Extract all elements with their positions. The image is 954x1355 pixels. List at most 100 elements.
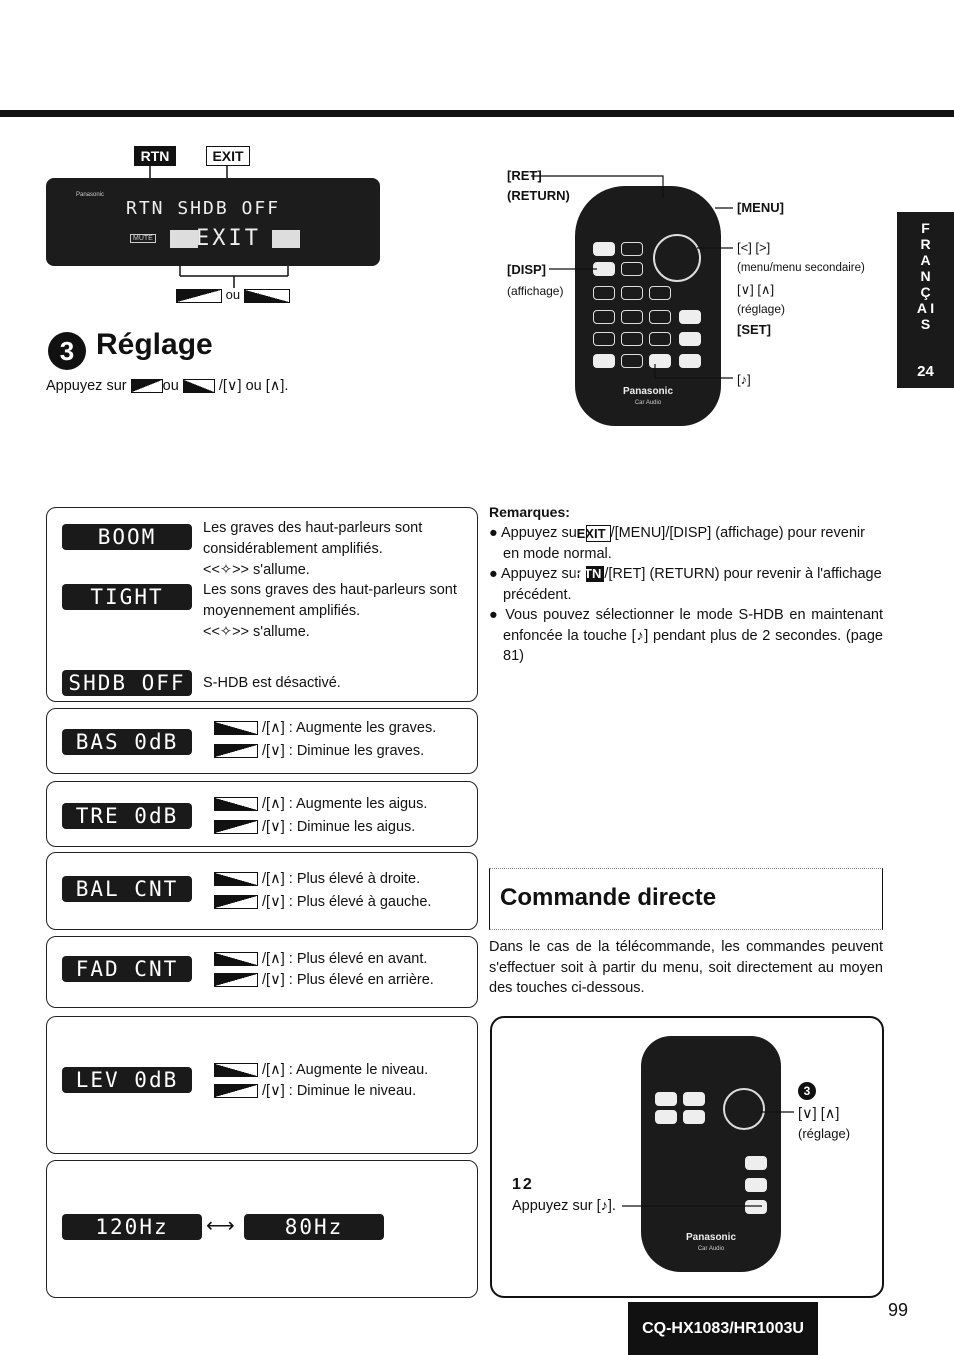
section-number: 24: [917, 363, 934, 380]
down-key-icon: [214, 895, 258, 910]
mode-box: [46, 507, 478, 702]
bas-down: /[∨] : Diminue les graves.: [214, 741, 424, 762]
remote-dial: [653, 234, 701, 282]
direct-reglage-label: (réglage): [798, 1126, 851, 1141]
up-key-icon: [243, 288, 290, 303]
bas-up: /[∧] : Augmente les graves.: [214, 718, 436, 739]
fad-up: /[∧] : Plus élevé en avant.: [214, 949, 427, 970]
desc-shdb-off: S-HDB est désactivé.: [203, 675, 341, 691]
remote-button: [621, 242, 643, 256]
remote-sub: Car Audio: [697, 1246, 725, 1252]
lcd-fad: FAD CNT: [62, 956, 192, 982]
tre-down: /[∨] : Diminue les aigus.: [214, 817, 415, 838]
fad-up-text: /[∧] : Plus élevé en avant.: [262, 951, 428, 967]
lcd-freq-80: 80Hz: [244, 1214, 384, 1240]
up-key-icon: [214, 872, 258, 887]
label-return: (RETURN): [507, 188, 570, 203]
remote-button: [649, 286, 671, 300]
up-button: [272, 230, 300, 248]
head-unit-figure: RTN EXIT Panasonic RTN SHDB OFF MUTE EXI…: [46, 146, 382, 306]
lev-down-text: /[∨] : Diminue le niveau.: [262, 1083, 417, 1099]
up-key-icon: [214, 721, 258, 736]
down-key-icon: [214, 1084, 258, 1099]
language-letters: F R A N Ç A I S: [916, 220, 935, 332]
down-button: [170, 230, 198, 248]
exit-key: EXIT: [206, 146, 250, 166]
remote-button: [593, 286, 615, 300]
remark-2-post: /[RET] (RETURN) pour revenir à l'afficha…: [503, 566, 882, 603]
remote-button: [655, 1092, 677, 1106]
setting-box-bal: [46, 852, 478, 930]
label-note: [♪]: [737, 372, 751, 387]
direct-remote-body: Panasonic Car Audio: [641, 1036, 781, 1272]
remark-1-post: /[MENU]/[DISP] (affichage) pour revenir …: [503, 525, 865, 562]
remote-button: [621, 262, 643, 276]
bal-down-text: /[∨] : Plus élevé à gauche.: [262, 894, 432, 910]
tre-up-text: /[∧] : Augmente les aigus.: [262, 796, 428, 812]
down-key-icon: [214, 744, 258, 759]
head-unit-body: Panasonic RTN SHDB OFF MUTE EXIT: [46, 178, 380, 266]
setting-box-lev: [46, 1016, 478, 1154]
mute-button: MUTE: [130, 234, 156, 243]
lcd-boom: BOOM: [62, 524, 192, 550]
up-key-icon: [182, 379, 215, 394]
lcd-tre: TRE 0dB: [62, 803, 192, 829]
direct-appuyez: Appuyez sur [♪].: [512, 1198, 616, 1214]
fad-down-text: /[∨] : Plus élevé en arrière.: [262, 972, 434, 988]
remark-1-pre: Appuyez sur: [501, 525, 582, 541]
bal-up-text: /[∧] : Plus élevé à droite.: [262, 871, 421, 887]
lev-up: /[∧] : Augmente le niveau.: [214, 1060, 428, 1081]
desc-boom: Les graves des haut-parleurs sont consid…: [203, 520, 423, 557]
remote-button: [593, 242, 615, 256]
rtn-key: RTN: [134, 146, 176, 166]
instr-prefix: Appuyez sur: [46, 378, 127, 394]
fad-down: /[∨] : Plus élevé en arrière.: [214, 970, 434, 991]
lev-down: /[∨] : Diminue le niveau.: [214, 1081, 416, 1102]
direct-ud-label: [∨] [∧]: [798, 1106, 840, 1122]
bas-up-text: /[∧] : Augmente les graves.: [262, 720, 437, 736]
down-key-icon: [130, 379, 163, 394]
display-text: RTN SHDB OFF: [126, 198, 281, 219]
step-3-circle: 3: [48, 332, 86, 370]
lev-up-text: /[∧] : Augmente le niveau.: [262, 1062, 429, 1078]
remarks-title: Remarques:: [489, 504, 570, 520]
exit-display: EXIT: [196, 226, 261, 251]
remote-button: [593, 354, 615, 368]
language-tab: F R A N Ç A I S 24: [897, 212, 954, 388]
remote-button: [679, 310, 701, 324]
remote-button: [655, 1110, 677, 1124]
bas-down-text: /[∨] : Diminue les graves.: [262, 743, 425, 759]
remote-dial: [723, 1088, 765, 1130]
remote-figure: [RET] (RETURN) [MENU] [DISP] (affichage)…: [505, 168, 885, 428]
remote-button: [679, 332, 701, 346]
remark-1: ● Appuyez sur EXIT/[MENU]/[DISP] (affich…: [489, 524, 865, 562]
label-ud: [∨] [∧]: [737, 282, 775, 297]
remote-leader-lines: [531, 175, 733, 379]
remote-button: [679, 354, 701, 368]
brand-label: Panasonic: [76, 192, 105, 198]
remote-brand: Panasonic: [622, 386, 674, 397]
label-ret: [RET]: [507, 168, 542, 183]
top-rule: [0, 110, 954, 117]
direct-title-box: [489, 868, 883, 930]
section-title: Réglage: [96, 328, 213, 361]
section-instruction: Appuyez sur ou /[∨] ou [∧].: [46, 376, 288, 397]
up-key-icon: [214, 797, 258, 812]
label-lr: [<] [>]: [737, 240, 771, 255]
setting-box-fad: [46, 936, 478, 1008]
direct-body: Dans le cas de la télécommande, les comm…: [489, 939, 883, 996]
desc-tight: Les sons graves des haut-parleurs sont m…: [203, 582, 457, 619]
remark-2: ● Appuyez sur RTN/[RET] (RETURN) pour re…: [489, 566, 882, 603]
up-key-icon: [214, 1063, 258, 1078]
direct-title: Commande directe: [500, 884, 717, 911]
label-menu: [MENU]: [737, 200, 784, 215]
remote-button: [745, 1178, 767, 1192]
double-arrow-icon: ⟷: [206, 1215, 235, 1237]
remote-button: [649, 310, 671, 324]
remote-button: [621, 310, 643, 324]
instr-suffix: /[∨] ou [∧].: [218, 378, 289, 394]
instr-or: ou: [162, 378, 179, 394]
direct-figure-box: [490, 1016, 884, 1298]
label-menu-sec: (menu/menu secondaire): [737, 262, 865, 274]
bal-down: /[∨] : Plus élevé à gauche.: [214, 892, 431, 913]
